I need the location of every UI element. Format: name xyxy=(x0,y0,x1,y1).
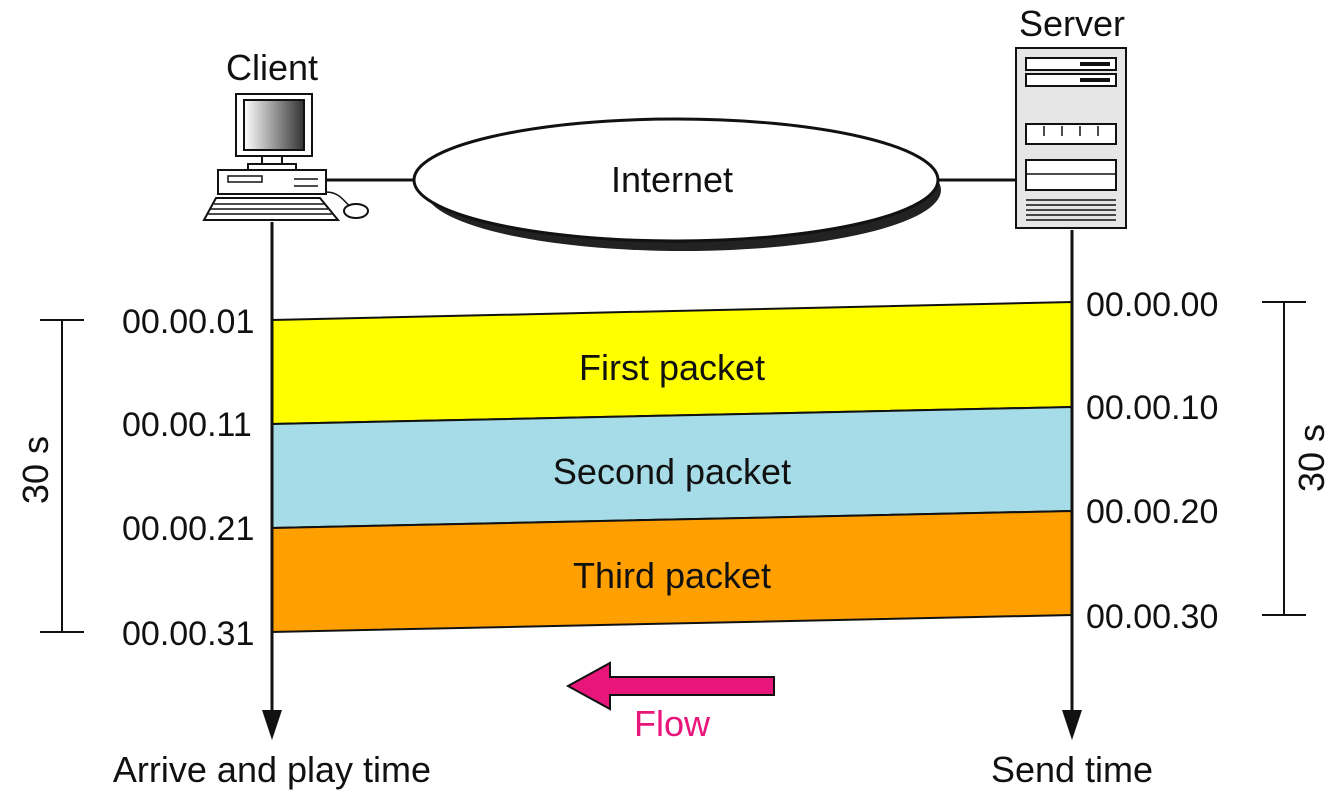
flow-label: Flow xyxy=(634,703,711,744)
third-packet-label: Third packet xyxy=(573,555,771,596)
flow-arrow-icon xyxy=(565,661,775,711)
client-axis-caption: Arrive and play time xyxy=(113,749,431,790)
client-timeline xyxy=(262,222,282,740)
client-time-4: 00.00.31 xyxy=(122,615,254,653)
client-duration-bracket xyxy=(40,319,84,633)
first-packet-label: First packet xyxy=(579,347,765,388)
second-packet-label: Second packet xyxy=(553,451,791,492)
client-time-2: 00.00.11 xyxy=(122,406,252,444)
internet-label: Internet xyxy=(611,159,733,200)
server-icon xyxy=(1015,47,1127,229)
server-timeline xyxy=(1062,230,1082,740)
client-time-3: 00.00.21 xyxy=(122,510,254,548)
server-time-2: 00.00.10 xyxy=(1086,389,1218,427)
internet-cloud xyxy=(412,117,941,251)
server-label: Server xyxy=(1019,3,1125,44)
server-axis-caption: Send time xyxy=(991,749,1153,790)
server-duration-bracket xyxy=(1262,301,1306,616)
client-duration-label: 30 s xyxy=(15,436,56,504)
client-computer-icon xyxy=(202,93,369,221)
server-time-1: 00.00.00 xyxy=(1086,286,1218,324)
server-time-3: 00.00.20 xyxy=(1086,493,1218,531)
server-time-4: 00.00.30 xyxy=(1086,598,1218,636)
client-time-1: 00.00.01 xyxy=(122,303,254,341)
client-label: Client xyxy=(226,47,318,88)
server-duration-label: 30 s xyxy=(1291,424,1332,492)
